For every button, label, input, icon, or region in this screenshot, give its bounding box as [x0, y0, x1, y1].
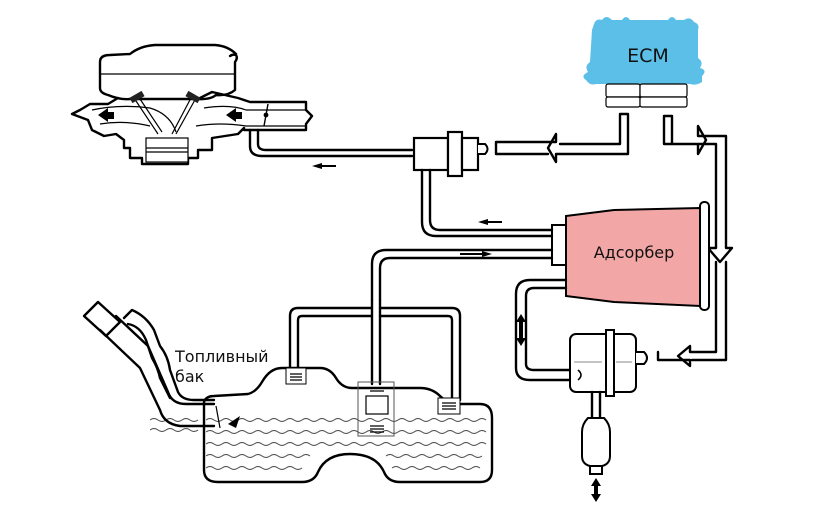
rollover-valve-right — [378, 306, 462, 415]
flow-arrow-left-icon — [312, 163, 336, 169]
flow-arrow-right-icon — [460, 251, 492, 257]
canister-label: Адсорбер — [594, 243, 675, 262]
throttle-shaft — [263, 112, 269, 118]
purge-line-intake — [248, 128, 414, 158]
filler-cap — [82, 300, 122, 338]
intake-valve-stem — [133, 95, 163, 135]
ecm-signal-vent-lower — [656, 260, 728, 368]
canister: Адсорбер — [551, 201, 710, 311]
exhaust-valve-stem — [171, 95, 197, 135]
rollover-valve-left — [285, 306, 374, 385]
intake-manifold — [70, 90, 314, 166]
fuel-level — [149, 418, 487, 470]
fuel-tank-label: Топливный — [174, 347, 269, 366]
ecm: ECM — [583, 17, 705, 108]
port-upper-right — [203, 105, 306, 111]
port-upper-left — [91, 105, 177, 133]
valve-spring-left — [129, 90, 145, 104]
purge-valve — [412, 130, 489, 178]
valve-spring-right — [185, 90, 201, 104]
ecm-connector — [639, 83, 688, 98]
fuel-tank-label: бак — [175, 367, 205, 386]
fuel-tank-body — [202, 366, 494, 484]
vent-filter — [581, 390, 611, 502]
vapor-return-pipe — [122, 308, 216, 402]
purge-line-canister — [420, 168, 554, 238]
ecm-connector — [605, 83, 641, 98]
fuel-flow-arrow-icon — [228, 416, 240, 428]
vapor-line-tank — [370, 248, 554, 302]
canister-port-block — [551, 224, 567, 266]
air-cleaner — [98, 43, 238, 101]
airflow-arrow-icon — [98, 108, 114, 122]
port-lower-left — [99, 121, 151, 127]
piston — [145, 137, 189, 163]
ecm-body — [583, 17, 705, 85]
fuel-tank: Топливный бак — [82, 298, 494, 484]
vent-line — [514, 278, 580, 382]
bidirectional-arrow-icon — [516, 314, 526, 346]
bidirectional-arrow-icon — [591, 478, 601, 502]
canister-end-cap — [699, 201, 710, 311]
flow-arrow-left-icon — [478, 219, 502, 225]
ecm-signal-vent — [662, 114, 734, 264]
port-lower-right — [195, 123, 306, 127]
ecm-label: ECM — [627, 45, 669, 67]
engine-intake — [70, 43, 314, 166]
canister-vent-valve — [569, 329, 648, 397]
rollover-valve-center — [357, 298, 395, 437]
ecm-signal-purge — [494, 112, 630, 164]
airflow-arrow-icon — [226, 108, 242, 122]
